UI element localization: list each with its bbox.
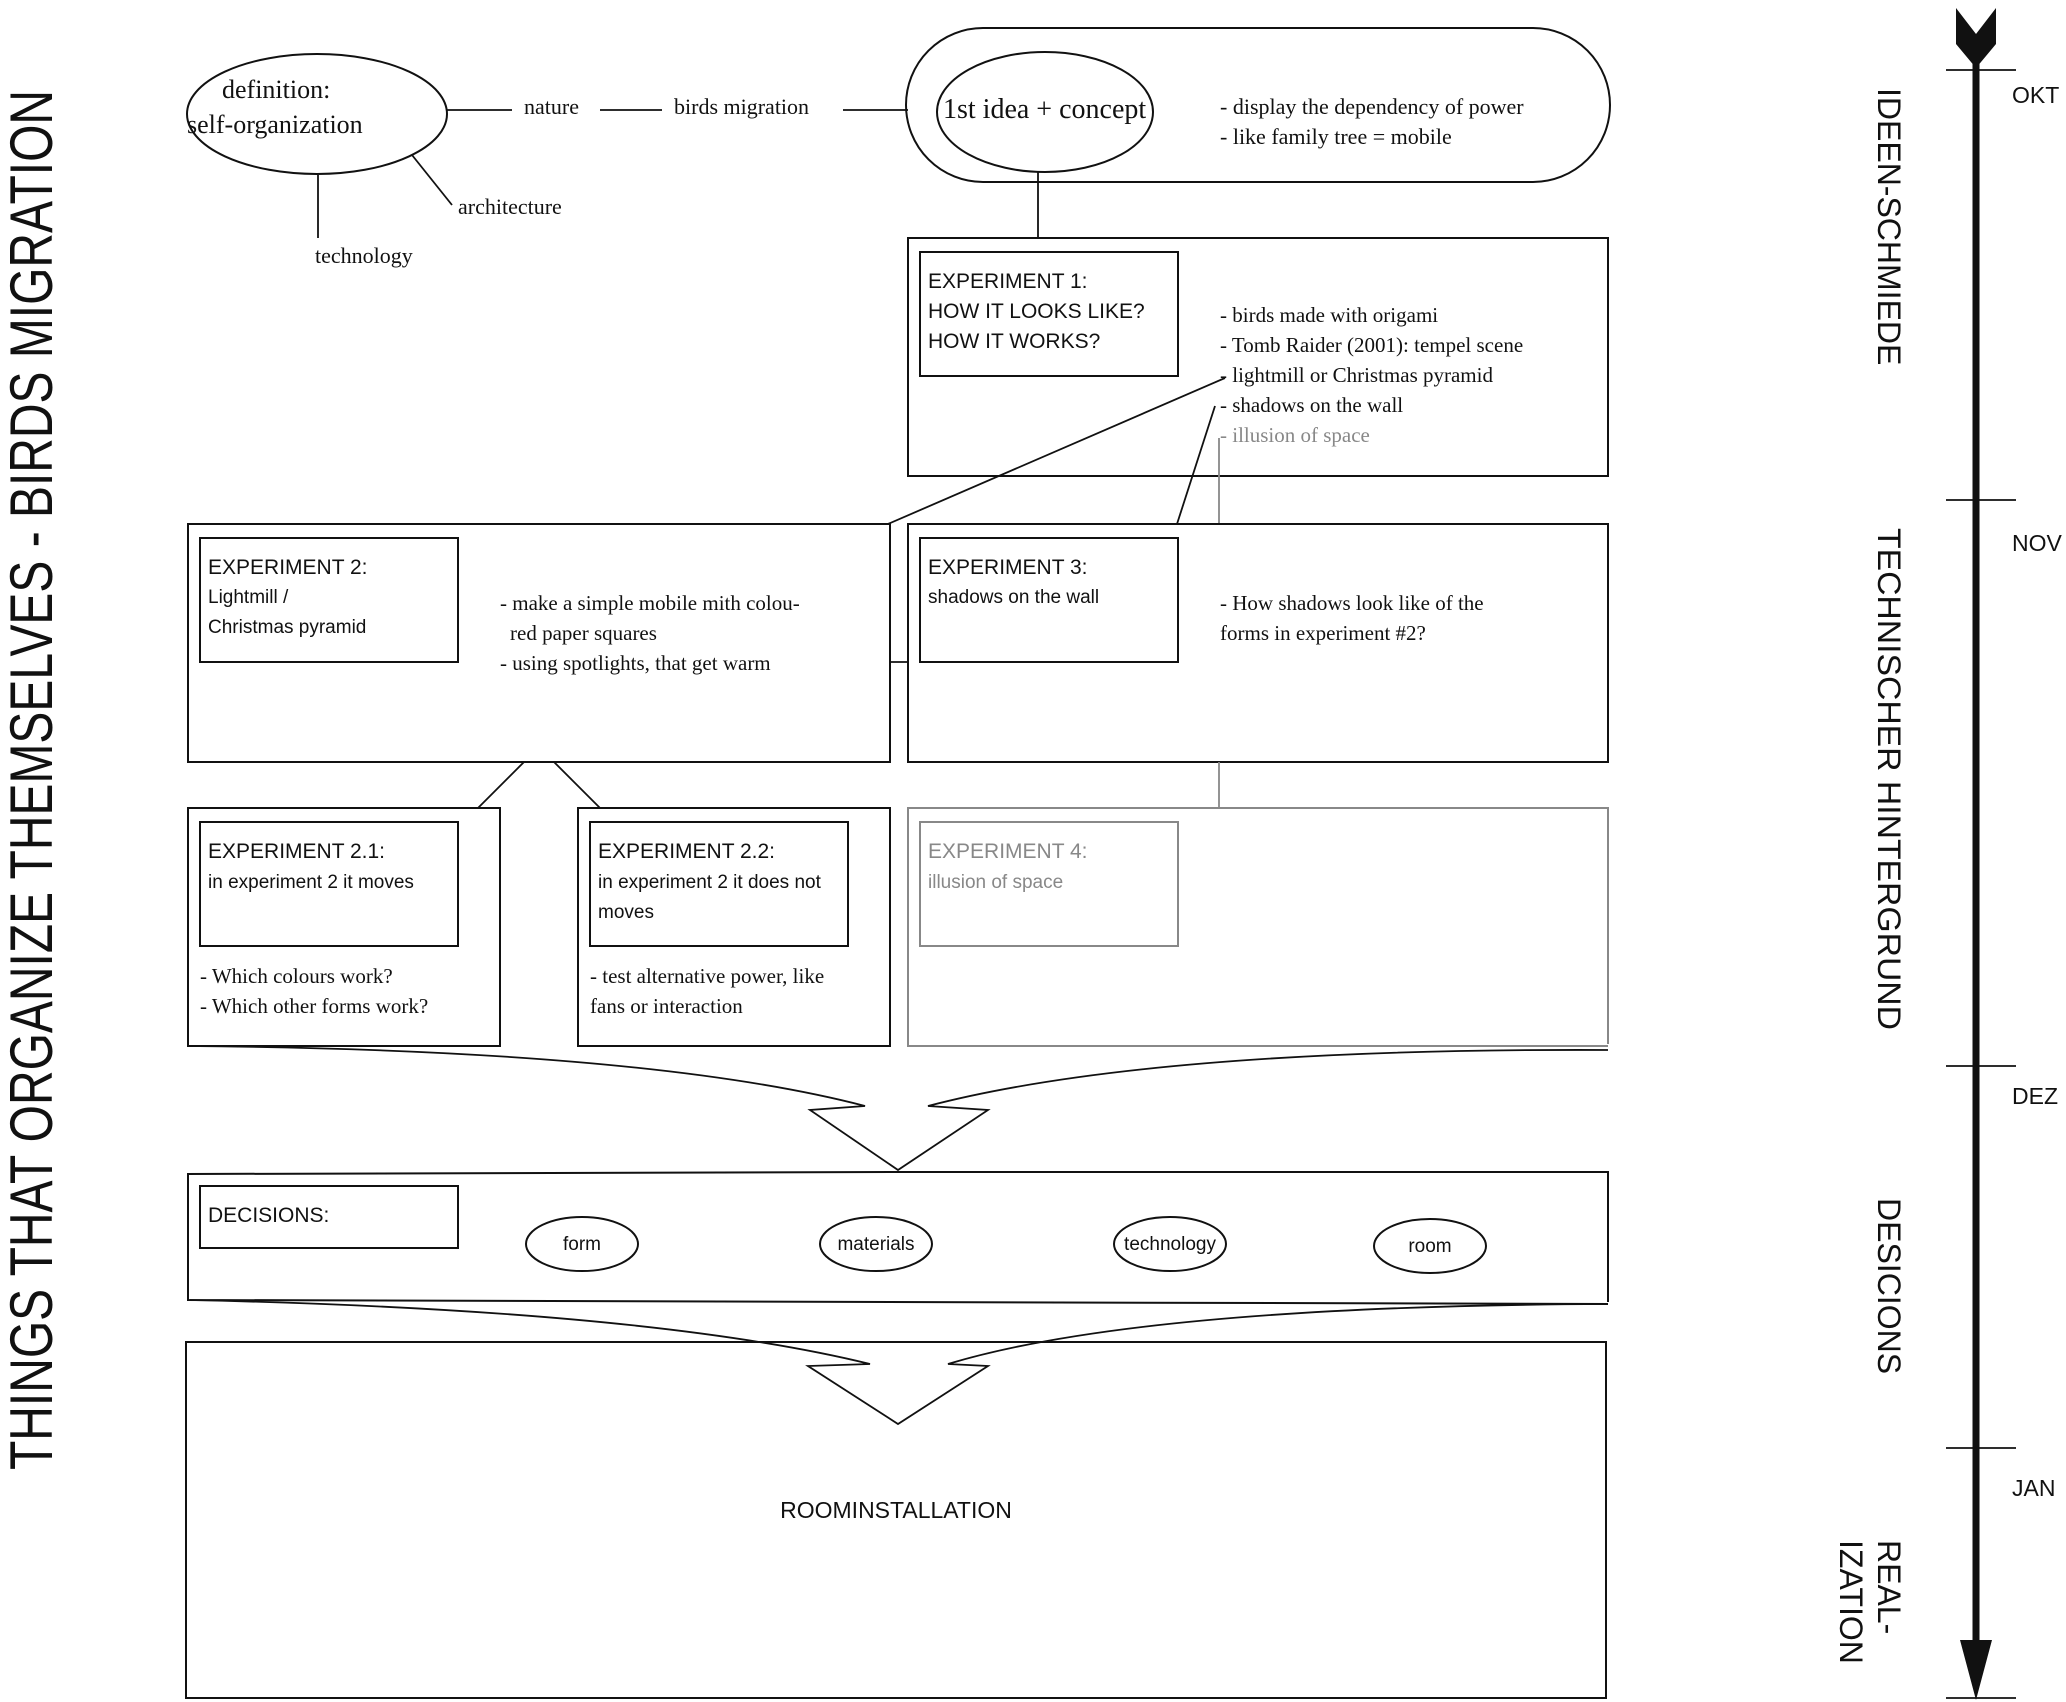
experiment-2-2-title-box	[589, 821, 849, 947]
decision-room-node	[1373, 1218, 1487, 1274]
technology-label: technology	[315, 243, 413, 268]
decision-materials-label: materials	[837, 1234, 914, 1255]
experiment-1-note-5: - illusion of space	[1220, 423, 1370, 447]
experiment-2-note-3: - using spotlights, that get warm	[500, 651, 771, 675]
experiment-2-subtitle-1: Lightmill /	[208, 587, 289, 608]
experiment-2-title: EXPERIMENT 2:	[208, 556, 368, 579]
phase-desicions: DESICIONS	[1871, 1198, 1907, 1374]
experiment-2-note-1: - make a simple mobile mith colou-	[500, 591, 800, 615]
experiment-2-2-note-2: fans or interaction	[590, 994, 743, 1018]
idea-capsule	[905, 27, 1611, 183]
experiment-2-frame	[187, 523, 891, 763]
experiment-2-subtitle-2: Christmas pyramid	[208, 617, 366, 638]
experiment-3-frame	[907, 523, 1609, 763]
experiment-2-2-box: EXPERIMENT 2.2: in experiment 2 it does …	[577, 807, 891, 1047]
experiment-2-1-frame	[187, 807, 501, 1047]
connector-line	[411, 154, 453, 206]
experiment-1-note-1: - birds made with origami	[1220, 303, 1438, 327]
month-jan: JAN	[2012, 1475, 2055, 1501]
decision-form-node	[525, 1216, 639, 1272]
idea-title: 1st idea + concept	[943, 94, 1146, 125]
roominstallation-label: ROOMINSTALLATION	[780, 1497, 1012, 1523]
experiment-4-frame	[907, 807, 1609, 1047]
experiment-1-note-2: - Tomb Raider (2001): tempel scene	[1220, 333, 1523, 357]
experiment-3-note-1: - How shadows look like of the	[1220, 591, 1484, 615]
phase-ideen-schmiede: IDEEN-SCHMIEDE	[1871, 88, 1907, 365]
connector-line	[477, 761, 525, 809]
phase-realization-2: IZATION	[1833, 1540, 1869, 1664]
timeline-arrowhead-icon	[1960, 1640, 1992, 1700]
experiment-2-title-box	[199, 537, 459, 663]
idea-node: 1st idea + concept - display the depende…	[905, 27, 1611, 183]
experiment-4-title-box	[919, 821, 1179, 947]
definition-line-2: self-organization	[187, 110, 363, 139]
experiment-2-1-subtitle: in experiment 2 it moves	[208, 872, 414, 893]
experiment-2-1-title-box	[199, 821, 459, 947]
phase-labels: IDEEN-SCHMIEDE TECHNISCHER HINTERGRUND D…	[1833, 88, 1907, 1664]
funnel-arrow	[189, 1299, 1607, 1426]
connector-line	[553, 761, 601, 809]
phase-technischer-hintergrund: TECHNISCHER HINTERGRUND	[1871, 528, 1907, 1030]
mindmap: definition: self-organization nature bir…	[186, 53, 908, 268]
experiment-2-2-title: EXPERIMENT 2.2:	[598, 840, 775, 863]
funnel-arrow	[187, 1045, 1609, 1172]
experiment-2-2-subtitle-2: moves	[598, 902, 654, 923]
experiment-3-note-2: forms in experiment #2?	[1220, 621, 1426, 645]
experiment-1-title-1: EXPERIMENT 1:	[928, 270, 1088, 293]
decision-form-label: form	[563, 1234, 601, 1255]
decision-technology-label: technology	[1124, 1234, 1216, 1255]
page-title: THINGS THAT ORGANIZE THEMSELVES - BIRDS …	[0, 90, 65, 1470]
idea-note-1: - display the dependency of power	[1220, 94, 1524, 119]
architecture-label: architecture	[458, 194, 562, 219]
experiment-1-box: EXPERIMENT 1: HOW IT LOOKS LIKE? HOW IT …	[907, 237, 1609, 477]
experiment-3-title: EXPERIMENT 3:	[928, 556, 1088, 579]
decision-technology-node	[1113, 1216, 1227, 1272]
experiment-4-subtitle: illusion of space	[928, 872, 1063, 893]
nature-label: nature	[524, 94, 579, 119]
experiment-2-1-box: EXPERIMENT 2.1: in experiment 2 it moves…	[187, 807, 501, 1047]
experiment-2-2-frame	[577, 807, 891, 1047]
decisions-title: DECISIONS:	[208, 1204, 329, 1227]
experiment-2-note-2: red paper squares	[510, 621, 657, 645]
experiment-4-title: EXPERIMENT 4:	[928, 840, 1088, 863]
decisions-title-box	[199, 1185, 459, 1249]
timeline: OKT NOV DEZ JAN	[1946, 8, 2063, 1700]
experiment-4-box: EXPERIMENT 4: illusion of space	[907, 807, 1609, 1047]
decision-room-label: room	[1408, 1236, 1451, 1257]
experiment-1-note-3: - lightmill or Christmas pyramid	[1220, 363, 1493, 387]
experiment-2-box: EXPERIMENT 2: Lightmill / Christmas pyra…	[187, 523, 891, 763]
experiment-1-title-2: HOW IT LOOKS LIKE?	[928, 300, 1145, 323]
experiment-1-note-4: - shadows on the wall	[1220, 393, 1403, 417]
experiment-1-title-box	[919, 251, 1179, 377]
roominstallation-frame	[185, 1341, 1607, 1699]
experiment-1-title-3: HOW IT WORKS?	[928, 330, 1100, 353]
birds-migration-label: birds migration	[674, 94, 809, 119]
experiment-1-frame	[907, 237, 1609, 477]
idea-inner-ellipse	[936, 51, 1154, 173]
idea-note-2: - like family tree = mobile	[1220, 124, 1452, 149]
experiment-2-2-note-1: - test alternative power, like	[590, 964, 824, 988]
timeline-fletching-icon	[1956, 8, 1996, 68]
experiment-2-1-note-1: - Which colours work?	[200, 964, 393, 988]
connector-line	[1176, 405, 1216, 525]
definition-node	[186, 53, 448, 175]
decisions-frame-left	[187, 1171, 1609, 1305]
definition-line-1: definition:	[222, 75, 330, 104]
month-nov: NOV	[2012, 530, 2063, 556]
phase-realization-1: REAL-	[1871, 1540, 1907, 1634]
experiment-3-box: EXPERIMENT 3: shadows on the wall - How …	[907, 523, 1609, 763]
decisions-box: DECISIONS: form materials technology roo…	[187, 1171, 1609, 1305]
experiment-2-1-note-2: - Which other forms work?	[200, 994, 428, 1018]
month-dez: DEZ	[2012, 1083, 2058, 1109]
month-okt: OKT	[2012, 82, 2059, 108]
decisions-frame-right	[896, 1171, 1609, 1302]
experiment-2-2-subtitle-1: in experiment 2 it does not	[598, 872, 822, 893]
experiment-2-1-title: EXPERIMENT 2.1:	[208, 840, 385, 863]
experiment-3-subtitle: shadows on the wall	[928, 587, 1099, 608]
decision-materials-node	[819, 1216, 933, 1272]
connector-line	[887, 377, 1226, 525]
experiment-3-title-box	[919, 537, 1179, 663]
